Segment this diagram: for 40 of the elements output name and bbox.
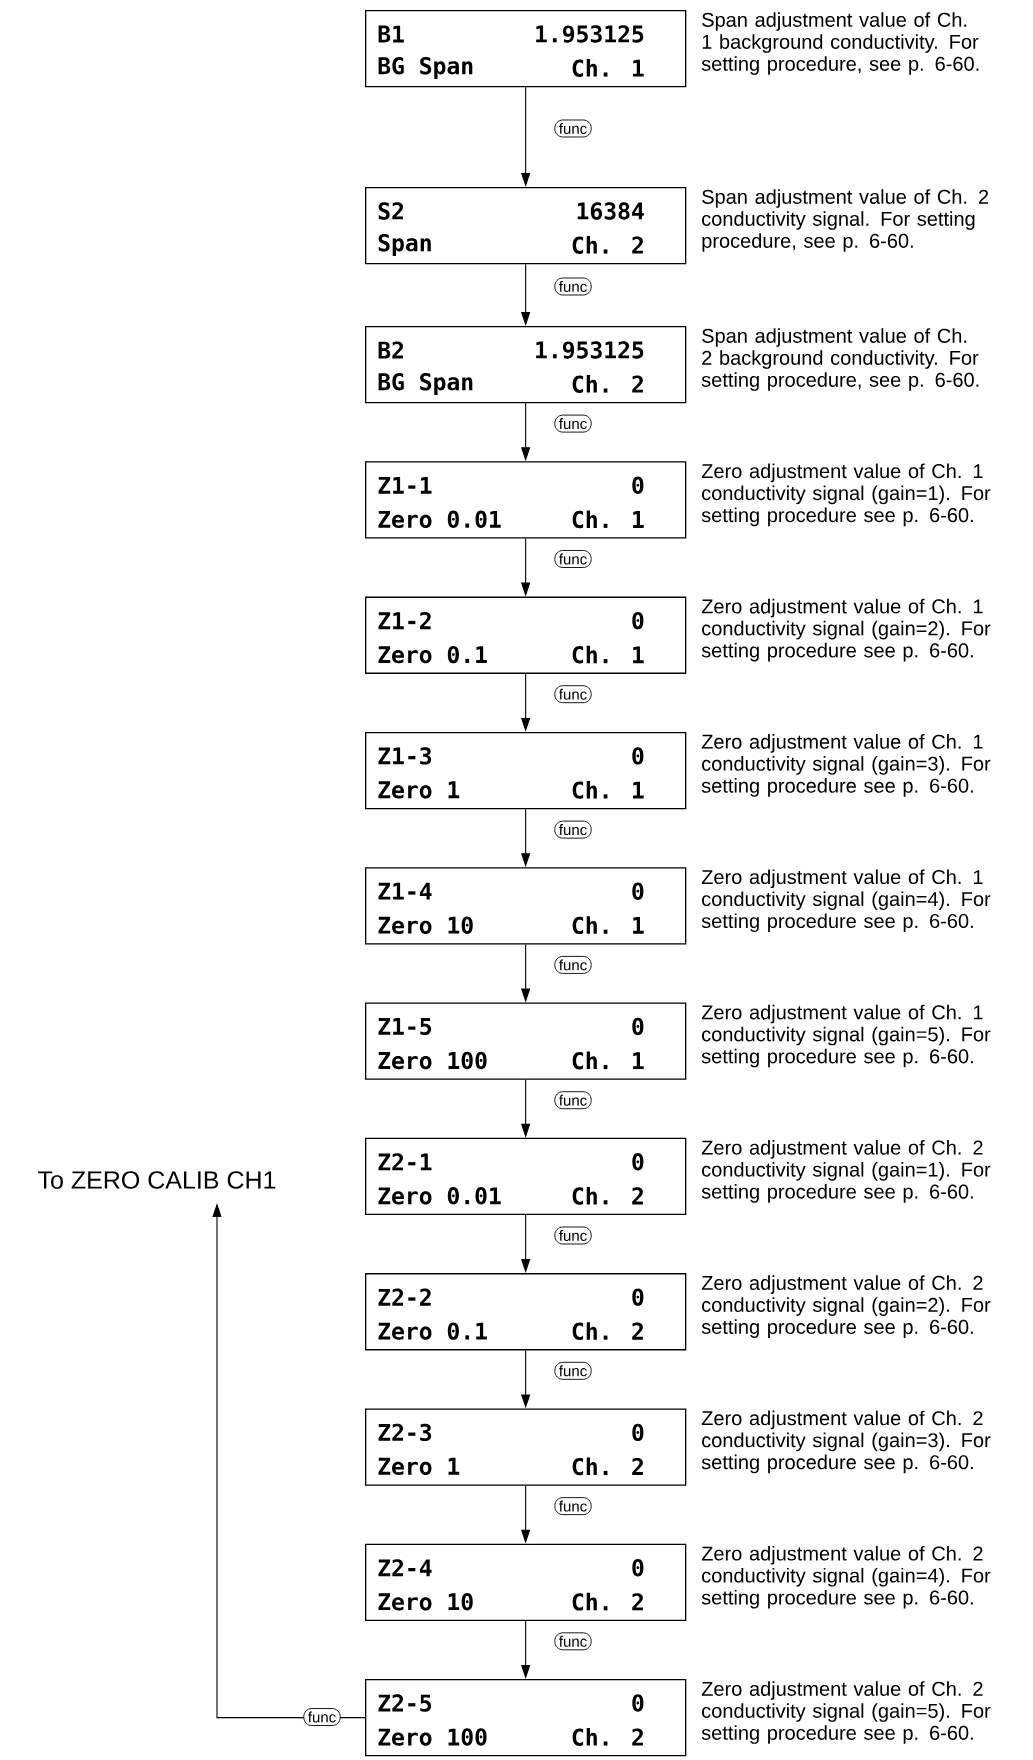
lcd-display: Z2-5 0 Zero 100 Ch. 2 [365, 1679, 687, 1757]
lcd-display: Z2-2 0 Zero 0.1 Ch. 2 [365, 1273, 687, 1351]
func-key-label: func [554, 550, 592, 568]
func-key-label: func [554, 414, 592, 433]
description-text: Span adjustment value of Ch. 1 background conductivity. For setting procedure, see p. 6-60. [701, 12, 979, 75]
func-key-label: func [554, 1497, 592, 1516]
lcd-display: Z1-4 0 Zero 10 Ch. 1 [365, 867, 687, 945]
lcd-display: Z2-4 0 Zero 10 Ch. 2 [365, 1543, 687, 1621]
lcd-display: Z1-2 0 Zero 0.1 Ch. 1 [365, 596, 687, 674]
description-text: Zero adjustment value of Ch. 2 conductivity signal (gain=5). For setting procedure see p. 6-60. [701, 1681, 991, 1744]
func-key-label: func [303, 1708, 341, 1726]
func-key-label: func [554, 820, 592, 839]
description-text: Zero adjustment value of Ch. 2 conductivity signal (gain=4). For setting procedure see p. 6-60. [701, 1545, 991, 1609]
description-text: Zero adjustment value of Ch. 1 conductivity signal (gain=3). For setting procedure see p. 6-60. [701, 734, 991, 797]
description-text: Zero adjustment value of Ch. 2 conductivity signal (gain=3). For setting procedure see p. 6-60. [701, 1410, 991, 1474]
description-text: Span adjustment value of Ch. 2 conductivity signal. For setting procedure, see p. 6-60. [702, 189, 989, 252]
description-text: Span adjustment value of Ch. 2 background conductivity. For setting procedure, see p. 6-60. [701, 328, 979, 391]
lcd-display: S2 16384 Span Ch. 2 [365, 187, 687, 265]
func-key-label: func [554, 277, 592, 296]
lcd-display: Z1-1 0 Zero 0.01 Ch. 1 [365, 461, 687, 539]
description-text: Zero adjustment value of Ch. 2 conductivity signal (gain=1). For setting procedure see p. 6-60. [701, 1140, 991, 1203]
description-text: Zero adjustment value of Ch. 1 conductivity signal (gain=5). For setting procedure see p. 6-60. [701, 1004, 991, 1068]
description-text: Zero adjustment value of Ch. 1 conductivity signal (gain=4). For setting procedure see p. 6-60. [701, 869, 991, 933]
func-key-label: func [554, 1632, 592, 1651]
lcd-display: Z2-3 0 Zero 1 Ch. 2 [365, 1408, 687, 1486]
description-text: Zero adjustment value of Ch. 2 conductivity signal (gain=2). For setting procedure see p. 6-60. [701, 1275, 991, 1338]
lcd-display: Z1-5 0 Zero 100 Ch. 1 [365, 1002, 687, 1080]
description-text: Zero adjustment value of Ch. 1 conductivity signal (gain=1). For setting procedure see p. 6-60. [701, 463, 991, 527]
func-key-label: func [554, 955, 592, 974]
func-key-label: func [554, 1361, 592, 1380]
lcd-display: Z1-3 0 Zero 1 Ch. 1 [365, 731, 687, 810]
func-key-label: func [554, 1226, 592, 1245]
lcd-display: B2 1.953125 BG Span Ch. 2 [365, 326, 687, 404]
target-text: To ZERO CALIB CH1 [38, 1171, 276, 1189]
func-key-label: func [554, 119, 592, 138]
lcd-display: Z2-1 0 Zero 0.01 Ch. 2 [365, 1137, 687, 1216]
description-text: Zero adjustment value of Ch. 1 conductivity signal (gain=2). For setting procedure see p. 6-60. [701, 598, 991, 662]
func-key-label: func [554, 1091, 592, 1110]
lcd-display: B1 1.953125 BG Span Ch. 1 [365, 10, 687, 88]
func-key-label: func [554, 685, 592, 704]
